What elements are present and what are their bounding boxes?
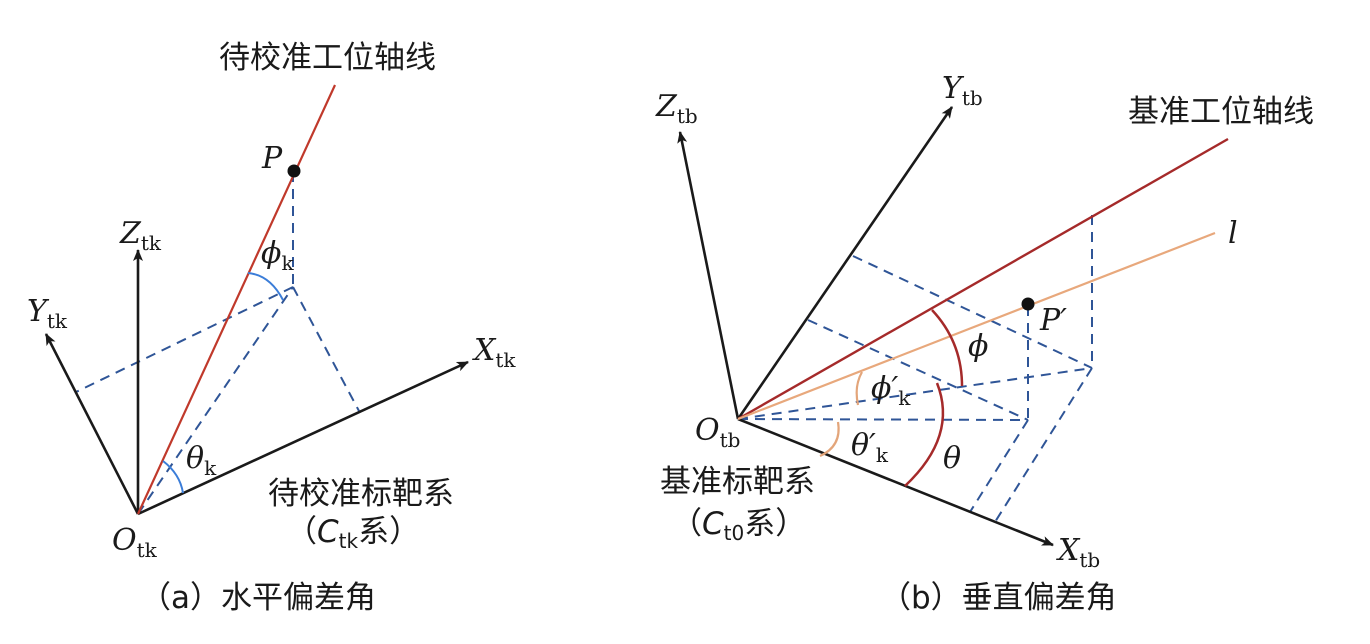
frame-label-a-line2: （Ctk系） — [286, 514, 420, 553]
origin-label-b: Otb — [695, 413, 740, 452]
frame-label-b-line2: （Ct0系） — [671, 506, 806, 545]
dashed-mid-edge — [807, 319, 1029, 421]
line-l-label: l — [1228, 216, 1238, 251]
line-l — [737, 231, 1216, 421]
dashed-to-y-axis — [75, 286, 294, 393]
theta-k-prime-arc — [819, 421, 840, 458]
point-p-prime-label: P′ — [1039, 303, 1067, 338]
x-axis-b — [737, 417, 1054, 547]
panel-b: 基准工位轴线 l P′ Ztb Ytb Xtb Otb ϕ θ ϕ′k θ′k … — [655, 71, 1314, 616]
reference-axis-line — [737, 137, 1229, 421]
theta-k-arc — [162, 460, 184, 494]
dashed-to-x-axis — [292, 286, 360, 412]
theta-k-label: θk — [186, 441, 217, 480]
phi-arc — [931, 309, 964, 387]
theta-k-prime-label: θ′k — [851, 428, 889, 467]
axis-line-label-b: 基准工位轴线 — [1128, 94, 1314, 130]
x-axis-label-a: Xtk — [472, 333, 516, 372]
frame-label-a-line1: 待校准标靶系 — [268, 476, 454, 512]
dashed-top-edge — [852, 255, 1093, 369]
station-axis-line — [137, 84, 336, 515]
dashed-origin-to-corner — [737, 367, 1093, 420]
caption-a: （a）水平偏差角 — [140, 580, 376, 616]
z-axis-b — [677, 131, 740, 420]
panel-a: 待校准工位轴线 P Ztk Ytk Xtk Otk ϕk θk 待校准标靶系 （… — [27, 40, 516, 616]
x-axis — [137, 360, 469, 516]
caption-b: （b）垂直偏差角 — [880, 580, 1117, 616]
phi-k-prime-arc — [855, 371, 863, 406]
phi-k-label: ϕk — [261, 236, 294, 275]
dashed-origin-to-p-foot — [737, 418, 1029, 421]
z-axis-label-b: Ztb — [655, 89, 698, 128]
dashed-pfoot-to-x — [969, 419, 1029, 513]
origin-label-a: Otk — [112, 523, 158, 562]
theta-label: θ — [943, 441, 961, 476]
axis-line-label-a: 待校准工位轴线 — [219, 40, 436, 76]
dashed-corner-to-x — [994, 367, 1093, 523]
phi-k-arc — [247, 272, 284, 301]
theta-arc — [904, 382, 945, 487]
z-axis-label-a: Ztk — [119, 216, 162, 255]
frame-label-b-line1: 基准标靶系 — [660, 464, 815, 500]
phi-label: ϕ — [968, 329, 988, 364]
y-axis — [44, 333, 140, 515]
y-axis-label-b: Ytb — [942, 71, 983, 110]
x-axis-label-b: Xtb — [1056, 533, 1100, 572]
point-p-prime — [1021, 297, 1035, 311]
point-p-label: P — [261, 141, 283, 176]
phi-k-prime-label: ϕ′k — [871, 371, 911, 410]
y-axis-b — [736, 106, 954, 420]
y-axis-label-a: Ytk — [27, 294, 68, 333]
point-p — [287, 164, 301, 178]
dashed-origin-projection — [137, 286, 294, 515]
